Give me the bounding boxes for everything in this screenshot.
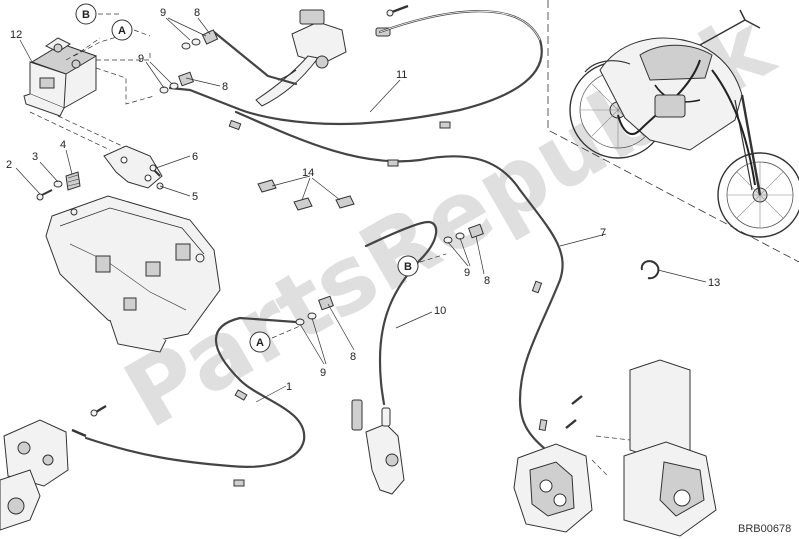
svg-text:B: B — [82, 9, 90, 21]
callout-3: 3 — [32, 151, 38, 163]
callout-10: 10 — [434, 305, 446, 317]
abs-tray — [45, 195, 221, 353]
callout-9-second: 9 — [138, 53, 144, 65]
rear-master-cylinder — [351, 399, 405, 495]
brake-hose-11 — [168, 10, 543, 126]
callout-8-top: 8 — [194, 7, 200, 19]
abs-bracket — [103, 145, 163, 189]
hose-fittings — [257, 179, 355, 211]
reference-marker-b-mid: B — [397, 255, 419, 277]
callout-8-mid: 8 — [484, 275, 490, 287]
brake-hose-1 — [84, 316, 306, 468]
front-brake-caliper — [513, 395, 593, 533]
rear-brake-caliper — [0, 404, 107, 531]
callout-labels: 12 2 3 4 6 5 9 8 9 8 11 14 7 13 9 8 10 8… — [6, 7, 720, 393]
svg-text:B: B — [404, 261, 412, 273]
callout-7: 7 — [600, 227, 606, 239]
hose-clip — [228, 119, 548, 487]
callout-4: 4 — [60, 139, 66, 151]
reference-marker-a-mid: A — [249, 331, 271, 353]
callout-2: 2 — [6, 159, 12, 171]
banjo-bolt-group-top — [159, 29, 219, 94]
callout-9-lower: 9 — [320, 367, 326, 379]
callout-9-top: 9 — [160, 7, 166, 19]
callout-13: 13 — [708, 277, 720, 289]
document-code: BRB00678 — [738, 523, 791, 535]
callout-12: 12 — [10, 29, 22, 41]
callout-9-mid: 9 — [464, 267, 470, 279]
motorcycle-overview — [547, 0, 799, 263]
screw — [36, 189, 53, 201]
brake-hose-10 — [364, 220, 438, 406]
callout-1: 1 — [286, 381, 292, 393]
callout-11: 11 — [396, 69, 407, 81]
callout-6: 6 — [192, 151, 198, 163]
abs-control-unit — [23, 37, 98, 117]
brake-hose-7 — [234, 110, 564, 454]
callout-8-second: 8 — [222, 81, 228, 93]
washer — [53, 180, 63, 188]
callout-5: 5 — [192, 191, 198, 203]
callout-8-lower: 8 — [350, 351, 356, 363]
callout-leaders — [15, 17, 707, 403]
rubber-damper — [65, 171, 81, 191]
front-fork-leg — [591, 359, 717, 537]
hose-clamp — [640, 260, 660, 280]
callout-14: 14 — [302, 167, 314, 179]
banjo-bolt — [386, 4, 409, 17]
reference-marker-b-top: B — [75, 3, 97, 25]
front-master-cylinder — [255, 9, 347, 107]
reference-marker-a-top: A — [111, 19, 133, 41]
brake-hose-master-abs — [212, 30, 298, 86]
svg-text:A: A — [118, 25, 126, 37]
svg-text:A: A — [256, 337, 264, 349]
